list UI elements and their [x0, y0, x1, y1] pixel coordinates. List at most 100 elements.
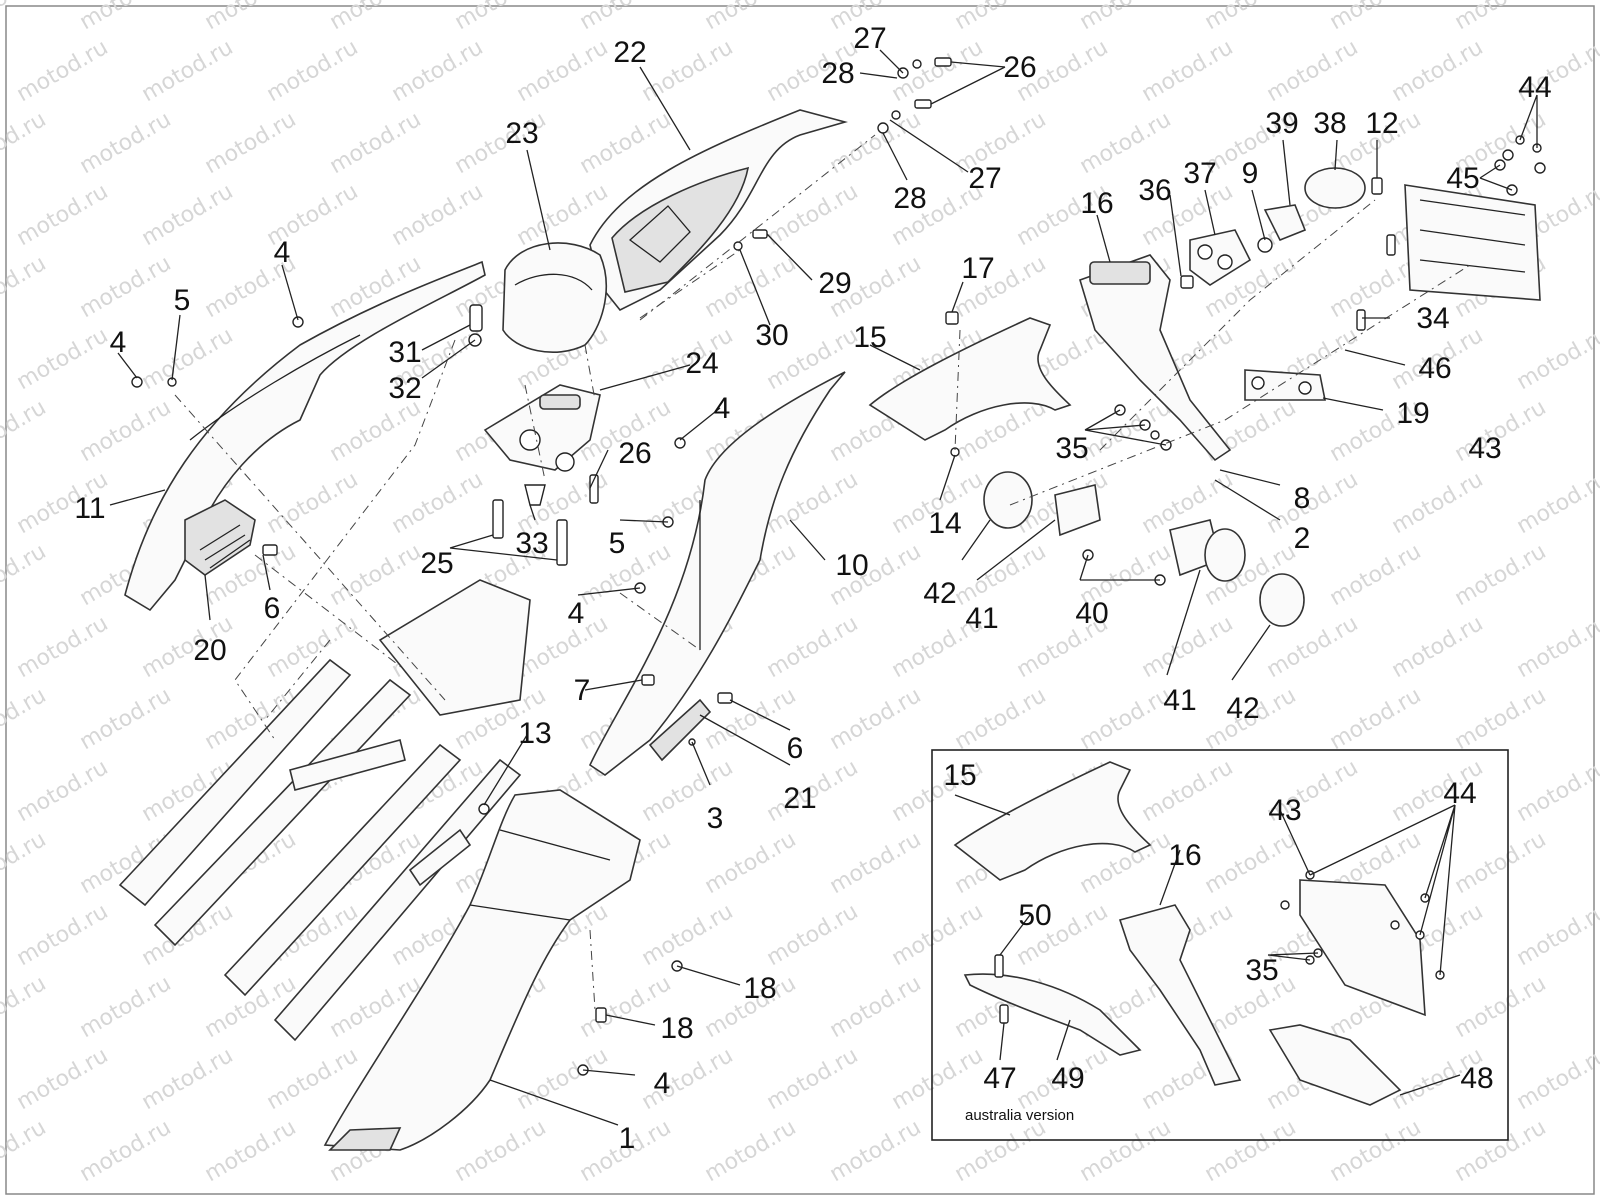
watermark-text: motod.ru — [1138, 35, 1238, 107]
watermark-text: motod.ru — [513, 1043, 613, 1115]
callout-50: 50 — [1018, 899, 1051, 932]
callout-33: 33 — [515, 527, 548, 560]
watermark-text: motod.ru — [138, 1043, 238, 1115]
watermark-text: motod.ru — [701, 683, 801, 755]
watermark-text: motod.ru — [0, 539, 50, 611]
watermark-text: motod.ru — [1513, 323, 1600, 395]
watermark-text: motod.ru — [1076, 107, 1176, 179]
callout-2: 2 — [1294, 522, 1311, 555]
callout-5a: 5 — [174, 284, 191, 317]
part-right-side-panel — [588, 371, 846, 776]
part-license-plate — [1404, 184, 1541, 301]
callout-24: 24 — [685, 347, 718, 380]
watermark-text: motod.ru — [1451, 827, 1551, 899]
inset-license-arm — [1118, 904, 1242, 1086]
callout-31: 31 — [388, 336, 421, 369]
watermark-text: motod.ru — [1076, 683, 1176, 755]
callout-28a: 28 — [821, 57, 854, 90]
callout-4d: 4 — [568, 597, 585, 630]
watermark-text: motod.ru — [1388, 467, 1488, 539]
watermark-text: motod.ru — [13, 1043, 113, 1115]
watermark-text: motod.ru — [576, 107, 676, 179]
callout-44b: 44 — [1443, 777, 1476, 810]
watermark-text: motod.ru — [763, 611, 863, 683]
watermark-text: motod.ru — [263, 467, 363, 539]
callout-4b: 4 — [110, 326, 127, 359]
watermark-text: motod.ru — [451, 1115, 551, 1187]
watermark-text: motod.ru — [13, 179, 113, 251]
watermark-text: motod.ru — [1451, 539, 1551, 611]
watermark-text: motod.ru — [1263, 467, 1363, 539]
watermark-text: motod.ru — [951, 539, 1051, 611]
watermark-text: motod.ru — [201, 107, 301, 179]
watermark-text: motod.ru — [76, 107, 176, 179]
callout-49: 49 — [1051, 1062, 1084, 1095]
watermark-text: motod.ru — [1138, 611, 1238, 683]
callout-5b: 5 — [609, 527, 626, 560]
callout-41a: 41 — [965, 602, 998, 635]
part-right-grille — [648, 698, 712, 762]
watermark-text: motod.ru — [326, 107, 426, 179]
callout-15a: 15 — [853, 321, 886, 354]
watermark-text: motod.ru — [951, 683, 1051, 755]
callout-29: 29 — [818, 267, 851, 300]
callout-39: 39 — [1265, 107, 1298, 140]
watermark-text: motod.ru — [763, 1043, 863, 1115]
callout-26b: 26 — [618, 437, 651, 470]
watermark-text: motod.ru — [0, 395, 50, 467]
watermark-text: motod.ru — [826, 683, 926, 755]
callout-18a: 18 — [743, 972, 776, 1005]
callout-6b: 6 — [787, 732, 804, 765]
callout-4c: 4 — [714, 392, 731, 425]
watermark-text: motod.ru — [1138, 755, 1238, 827]
watermark-text: motod.ru — [763, 179, 863, 251]
part-right-turn-signal — [1169, 519, 1305, 627]
callout-6a: 6 — [264, 592, 281, 625]
watermark-text: motod.ru — [13, 755, 113, 827]
callout-4a: 4 — [274, 236, 291, 269]
part-seat-lock-bracket — [483, 384, 601, 472]
callout-44a: 44 — [1518, 71, 1551, 104]
watermark-text: motod.ru — [1451, 1115, 1551, 1187]
callout-4e: 4 — [654, 1067, 671, 1100]
watermark-text: motod.ru — [13, 35, 113, 107]
callout-43b: 43 — [1268, 794, 1301, 827]
watermark-text: motod.ru — [138, 35, 238, 107]
watermark-text: motod.ru — [1451, 683, 1551, 755]
watermark-text: motod.ru — [638, 1043, 738, 1115]
callout-38: 38 — [1313, 107, 1346, 140]
watermark-text: motod.ru — [1513, 899, 1600, 971]
callout-36: 36 — [1138, 174, 1171, 207]
callout-9: 9 — [1242, 157, 1259, 190]
part-license-holder-upper — [868, 317, 1072, 441]
callout-7: 7 — [574, 674, 591, 707]
callout-8: 8 — [1294, 482, 1311, 515]
callout-41b: 41 — [1163, 684, 1196, 717]
callout-12: 12 — [1365, 107, 1398, 140]
callout-23: 23 — [505, 117, 538, 150]
part-left-turn-signal — [983, 471, 1101, 537]
callout-43a: 43 — [1468, 432, 1501, 465]
watermark-text: motod.ru — [388, 35, 488, 107]
part-tail-cowl — [589, 109, 848, 312]
callout-25: 25 — [420, 547, 453, 580]
callout-14: 14 — [928, 507, 961, 540]
watermark-text: motod.ru — [1388, 35, 1488, 107]
part-license-light — [1244, 369, 1326, 401]
part-rear-reflector — [1304, 167, 1366, 209]
watermark-text: motod.ru — [888, 1043, 988, 1115]
watermark-text: motod.ru — [1326, 683, 1426, 755]
watermark-text: motod.ru — [138, 323, 238, 395]
callout-17: 17 — [961, 252, 994, 285]
callout-47: 47 — [983, 1062, 1016, 1095]
watermark-text: motod.ru — [76, 1115, 176, 1187]
watermark-text: motod.ru — [701, 251, 801, 323]
watermark-text: motod.ru — [1513, 1043, 1600, 1115]
watermark-text: motod.ru — [638, 899, 738, 971]
callout-37: 37 — [1183, 157, 1216, 190]
watermark-text: motod.ru — [0, 683, 50, 755]
watermark-text: motod.ru — [1388, 611, 1488, 683]
part-rear-undertray — [323, 789, 641, 1151]
watermark-text: motod.ru — [576, 539, 676, 611]
watermark-text: motod.ru — [0, 1115, 50, 1187]
